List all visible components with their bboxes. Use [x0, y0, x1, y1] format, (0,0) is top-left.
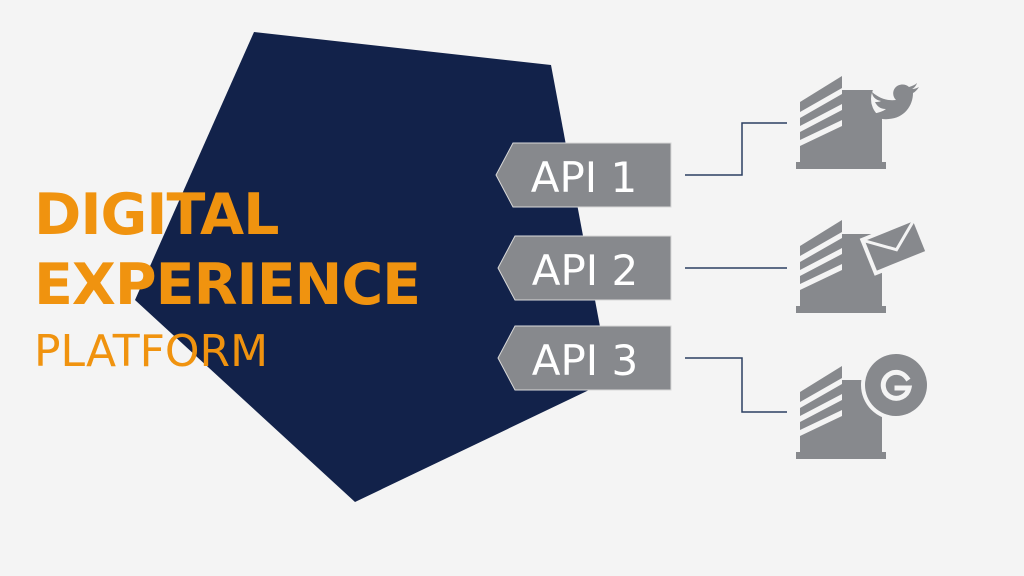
google-g-icon [861, 350, 931, 420]
building-icon [796, 76, 886, 169]
twitter-bird-icon [870, 77, 919, 121]
platform-pentagon [135, 32, 610, 502]
service-twitter [796, 76, 919, 169]
connector-api-1 [685, 122, 787, 176]
title-line-experience: EXPERIENCE [34, 252, 421, 318]
envelope-icon [859, 216, 931, 276]
api-tag-3-label: API 3 [532, 336, 639, 385]
api-tag-2-label: API 2 [532, 246, 639, 295]
service-google [796, 350, 931, 459]
api-tag-1-label: API 1 [531, 153, 638, 202]
title-block: DIGITAL EXPERIENCE PLATFORM [34, 180, 421, 377]
title-line-digital: DIGITAL [34, 182, 279, 248]
api-tag-2: API 2 [497, 235, 672, 301]
api-tag-1: API 1 [495, 142, 672, 208]
service-email [796, 216, 931, 313]
connectors [685, 122, 787, 413]
title-line-platform: PLATFORM [34, 326, 269, 377]
connector-api-3 [685, 357, 787, 413]
api-tag-3: API 3 [497, 325, 672, 391]
